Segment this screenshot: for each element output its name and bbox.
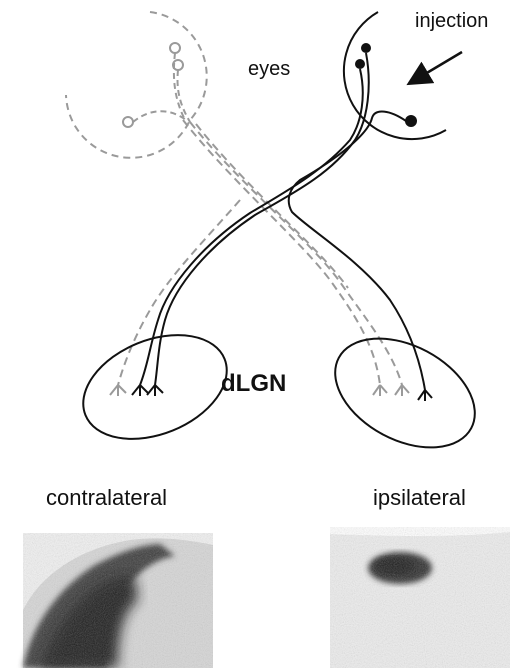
contralateral-histology [23,533,213,668]
dlgn-label: dLGN [221,370,286,398]
injection-label: injection [415,10,488,33]
ipsilateral-dlgn [317,316,494,469]
contralateral-label: contralateral [46,485,167,511]
left-eye [66,12,207,158]
ipsilateral-label: ipsilateral [373,485,466,511]
ipsilateral-histology [330,527,510,668]
injection-arrow-icon [415,52,462,80]
eyes-label: eyes [248,58,290,81]
